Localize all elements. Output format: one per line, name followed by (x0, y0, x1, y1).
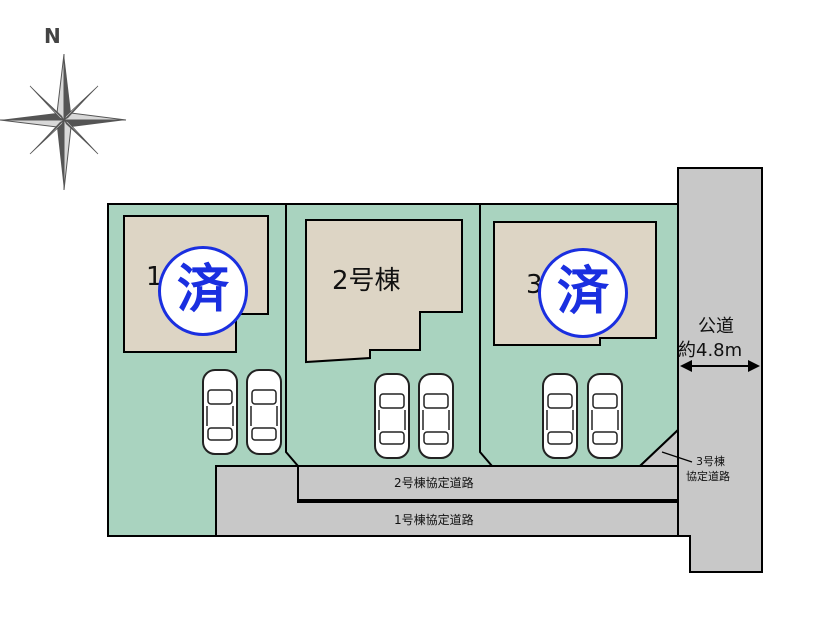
lot-boundary-1-2 (285, 204, 299, 467)
lot-boundary-2-3 (479, 204, 493, 467)
sold-stamp-lot-1: 済 (158, 246, 248, 336)
building-2 (305, 219, 463, 364)
car-icon (542, 373, 578, 459)
road-1-label: 1号棟協定道路 (394, 513, 474, 527)
car-icon (202, 369, 238, 455)
compass-star-icon (0, 53, 127, 191)
car-icon (418, 373, 454, 459)
car-icon (246, 369, 282, 455)
road-width-arrow-icon (680, 360, 760, 372)
road-1-area (215, 465, 679, 537)
lot-2-label: 2号棟 (332, 266, 401, 296)
road-2-label: 2号棟協定道路 (394, 476, 474, 490)
sold-stamp-lot-3: 済 (538, 248, 628, 338)
car-icon (374, 373, 410, 459)
road-3-area (637, 427, 679, 467)
compass-north-label: N (44, 24, 61, 48)
public-road-width-label: 約4.8m (678, 340, 743, 361)
car-icon (587, 373, 623, 459)
road-3-label-line2: 協定道路 (686, 470, 730, 483)
road-3-leader-line (661, 451, 693, 463)
road-3-label-line1: 3号棟 (696, 455, 725, 468)
public-road-label: 公道 (698, 316, 734, 337)
